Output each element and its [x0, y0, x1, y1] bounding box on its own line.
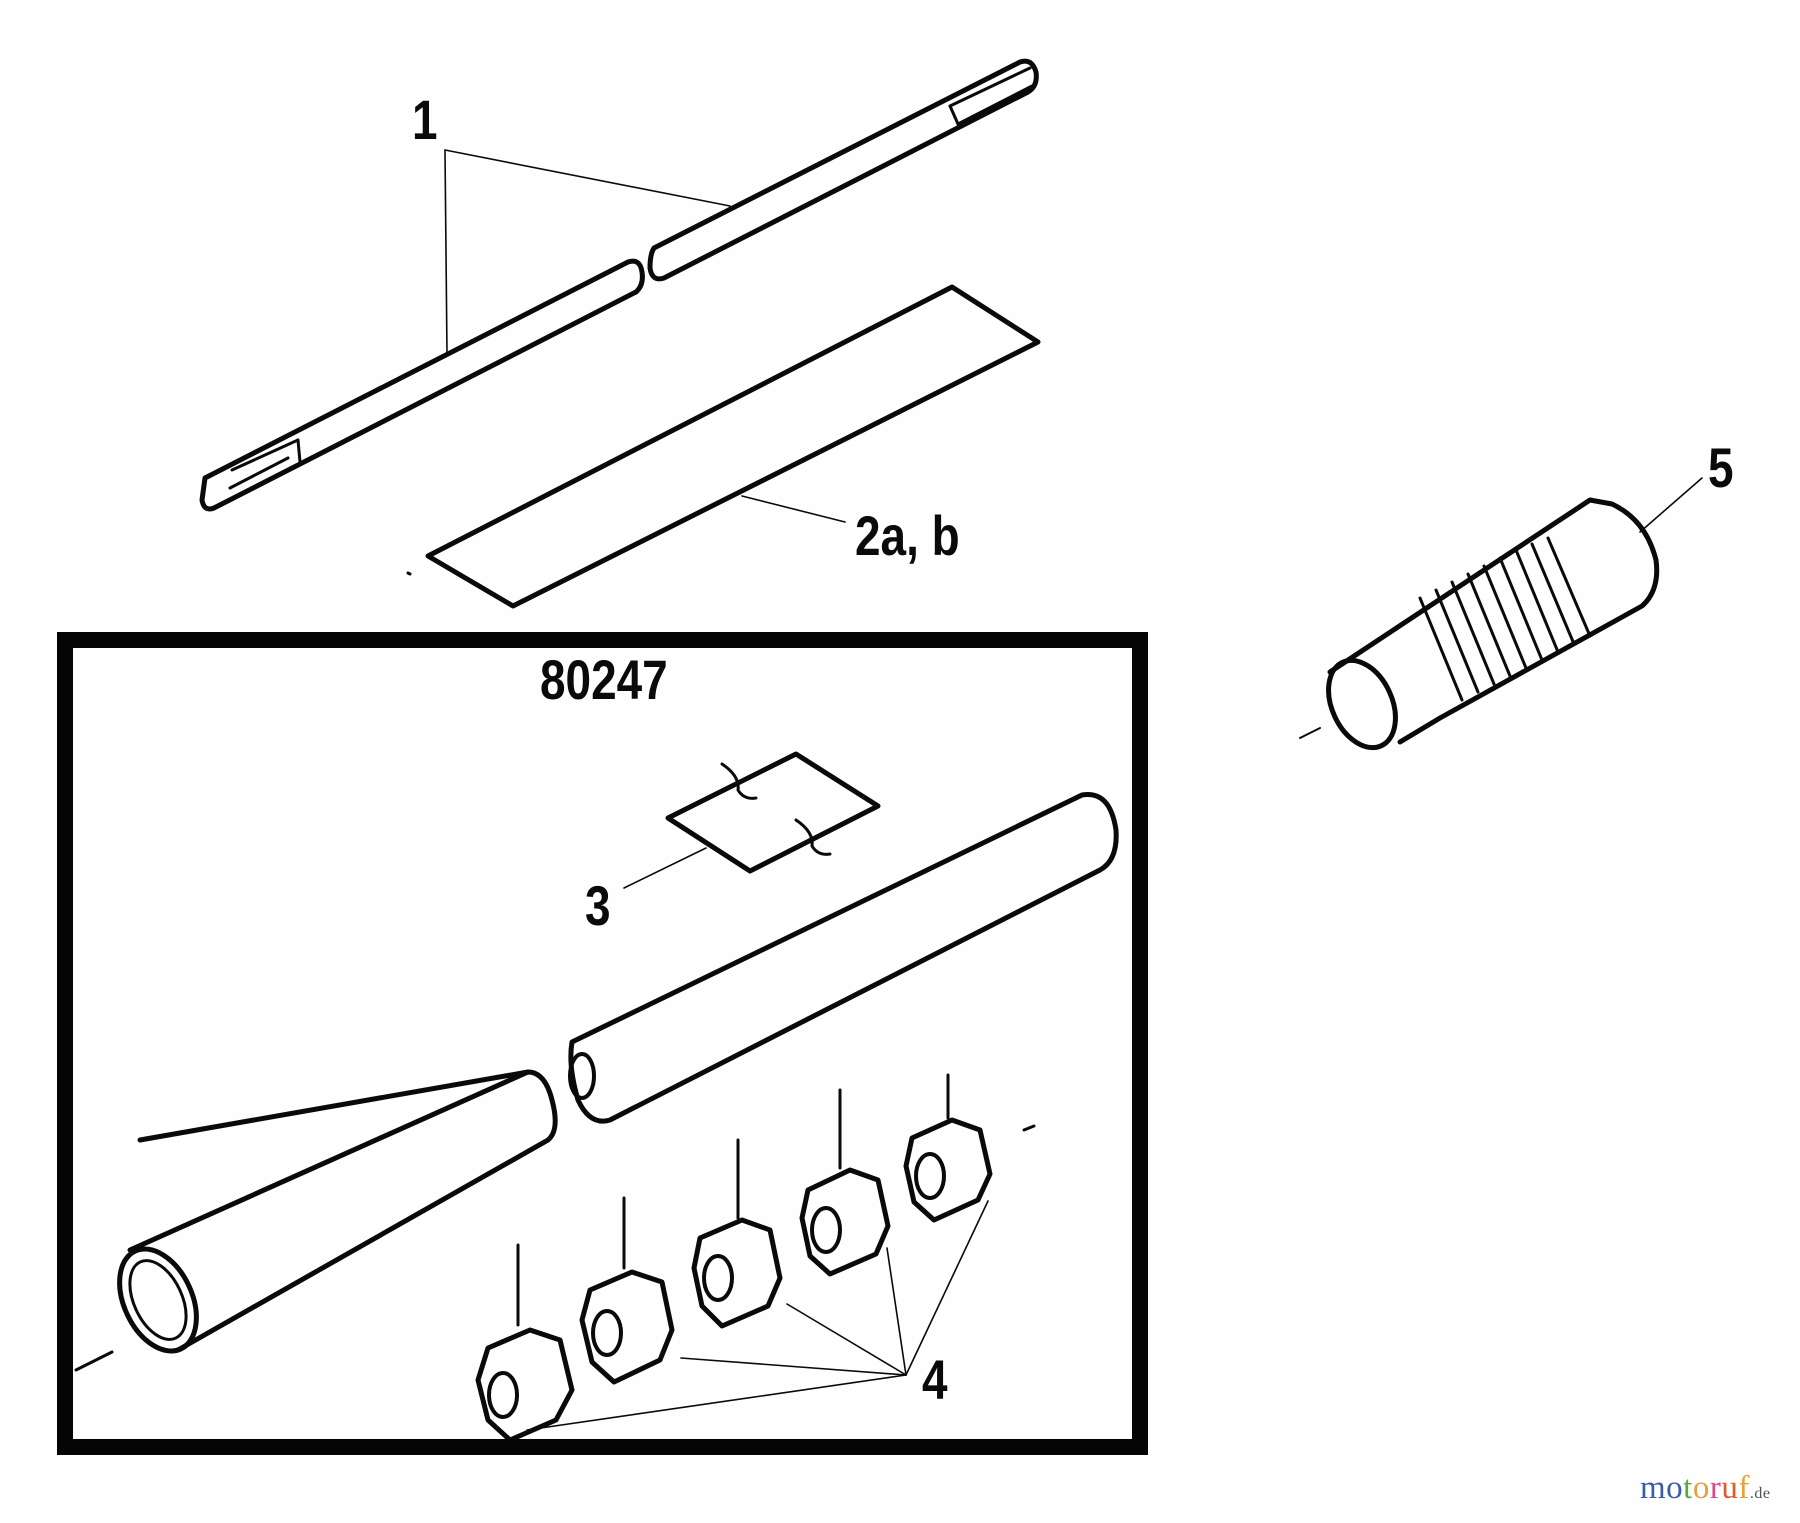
leader-lines	[444, 149, 1703, 1431]
callout-2: 2a, b	[855, 504, 960, 567]
nut-3	[691, 1138, 783, 1329]
watermark-letter: t	[1683, 1470, 1693, 1506]
watermark-letter: r	[1709, 1470, 1722, 1506]
nut-2	[579, 1196, 675, 1385]
drive-shaft-upper	[647, 58, 1039, 282]
watermark-letter: f	[1738, 1470, 1750, 1506]
callout-1: 1	[412, 88, 438, 151]
kit-frame	[57, 632, 1148, 1455]
nut-5	[903, 1073, 993, 1223]
kit-number: 80247	[540, 648, 668, 711]
nut-4	[799, 1088, 891, 1277]
tube-upper	[568, 791, 1119, 1124]
nuts-group	[475, 1073, 993, 1443]
callout-4: 4	[922, 1348, 948, 1411]
nut-1	[475, 1243, 575, 1443]
liner-sheet	[425, 284, 1041, 609]
watermark-logo: motoruf.de	[1640, 1470, 1770, 1507]
watermark-letter: m	[1640, 1470, 1667, 1506]
watermark-letter: u	[1721, 1470, 1739, 1506]
coupler-housing	[1326, 497, 1660, 751]
callout-3: 3	[585, 874, 611, 937]
label-decal	[665, 751, 881, 874]
watermark-letter: o	[1666, 1470, 1684, 1506]
drive-shaft-lower	[199, 258, 645, 512]
watermark-suffix: .de	[1749, 1485, 1771, 1502]
watermark-letter: o	[1692, 1470, 1710, 1506]
tube-lower	[117, 1069, 558, 1354]
callout-5: 5	[1708, 436, 1734, 499]
